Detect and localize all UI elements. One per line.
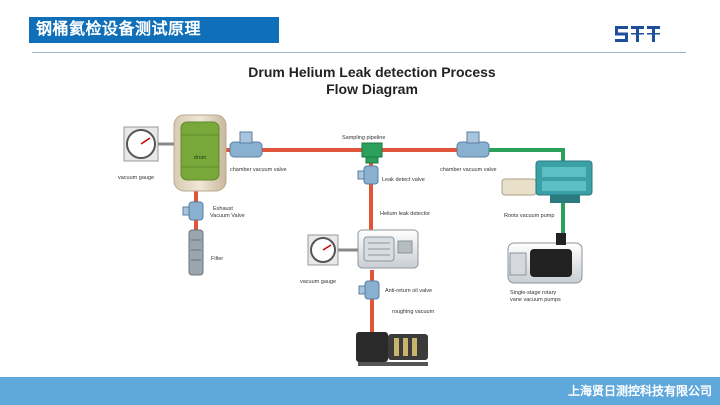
roughing-vacuum-label: roughing vacuum [392, 309, 435, 315]
footer-bar: 上海贤日测控科技有限公司 [0, 377, 720, 405]
filter-label: Filter [211, 256, 223, 262]
vacuum-gauge-left-label: vacuum gauge [118, 175, 154, 181]
chamber-valve-left-label: chamber vacuum valve [230, 167, 287, 173]
sampling-tee-icon [361, 142, 383, 164]
pipes [194, 148, 565, 333]
filter-icon [188, 229, 204, 276]
diagram-title-line-2: Flow Diagram [326, 81, 418, 97]
roots-pump-label: Roots vacuum pump [504, 213, 554, 219]
roughing-vacuum-pump-icon [356, 332, 428, 366]
roots-vacuum-pump-icon [501, 160, 593, 203]
anti-return-valve-label: Anti-return oil valve [385, 288, 432, 294]
rotary-pump-label-line-2: vane vacuum pumps [510, 297, 561, 303]
vacuum-gauge-mid-label: vacuum gauge [300, 279, 336, 285]
leak-detect-valve-icon [357, 165, 379, 185]
rotary-pump-label-line-1: Single-stage rotary [510, 290, 556, 296]
diagram-title-line-1: Drum Helium Leak detection Process [248, 64, 496, 80]
helium-leak-detector-label: Helium leak detector [380, 211, 430, 217]
drum-label: drum [194, 155, 207, 161]
anti-return-valve-icon [358, 280, 380, 300]
header-divider [32, 52, 686, 53]
drum: drum [173, 114, 227, 192]
exhaust-valve-icon [182, 201, 204, 221]
sampling-pipeline-label: Sampling pipeline [342, 135, 385, 141]
chamber-valve-right-icon [456, 131, 490, 158]
exhaust-valve-label-line-2: Vacuum Valve [210, 213, 245, 219]
page-title: 钢桶氦检设备测试原理 [29, 17, 279, 43]
exhaust-valve-label-line-1: Exhaust [213, 206, 233, 212]
helium-leak-detector-icon [357, 229, 419, 269]
company-logo [615, 26, 660, 42]
rotary-vane-pump-icon [507, 233, 583, 284]
vacuum-gauge-mid-icon [307, 234, 358, 266]
chamber-valve-left-icon [229, 131, 263, 158]
green-pipe-down [556, 148, 565, 245]
flow-diagram: Drum Helium Leak detection Process Flow … [118, 64, 593, 366]
company-name: 上海贤日测控科技有限公司 [567, 384, 712, 398]
chamber-valve-right-label: chamber vacuum valve [440, 167, 497, 173]
leak-detect-valve-label: Leak detect valve [382, 177, 425, 183]
vacuum-gauge-left-icon [123, 126, 174, 162]
